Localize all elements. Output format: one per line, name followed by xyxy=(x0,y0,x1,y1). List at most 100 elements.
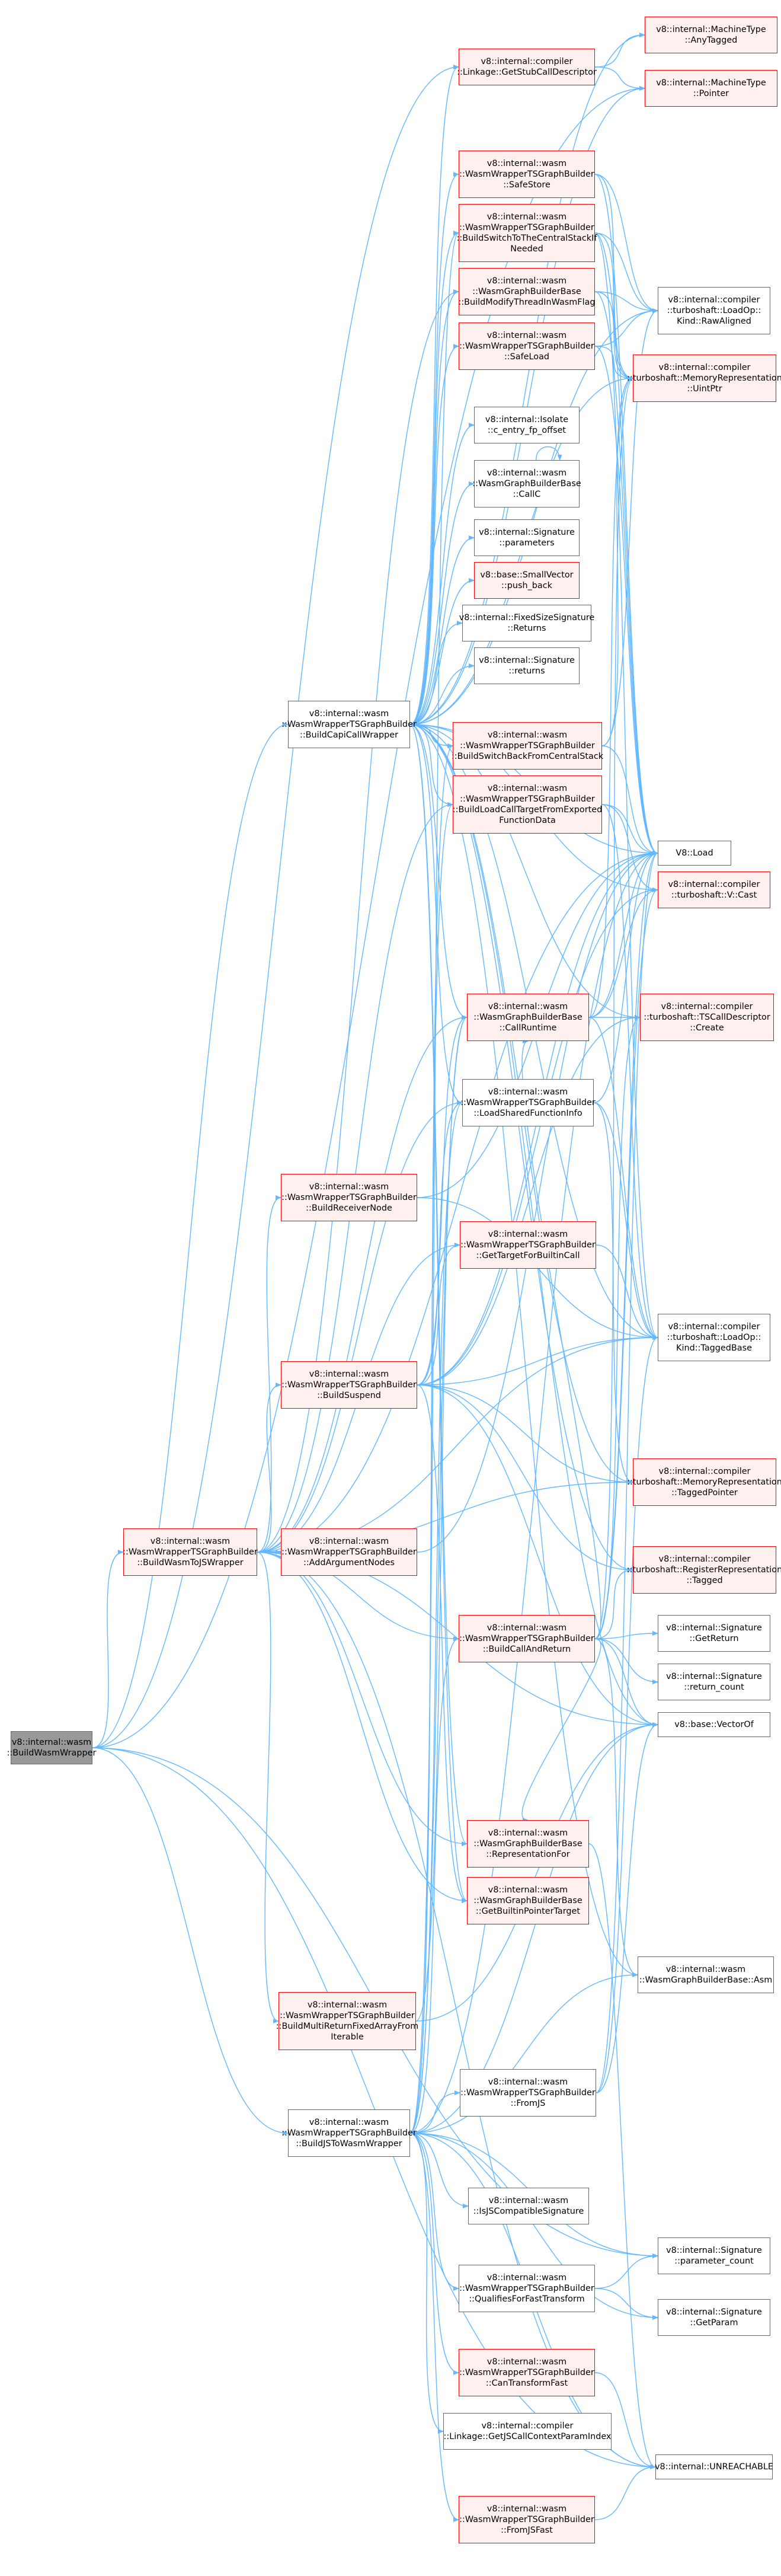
graph-node-n15[interactable]: v8::internal::Signature ::parameters xyxy=(474,519,580,556)
graph-node-n22[interactable]: v8::internal::compiler ::turboshaft::V::… xyxy=(658,872,770,908)
edge-n25-n21 xyxy=(593,851,658,1103)
graph-node-n45[interactable]: v8::internal::Signature ::GetParam xyxy=(658,2299,770,2336)
edge-n33-n32 xyxy=(594,1568,633,1639)
graph-node-n38[interactable]: v8::internal::wasm ::WasmGraphBuilderBas… xyxy=(467,1877,589,1924)
graph-node-n26[interactable]: v8::internal::wasm ::WasmWrapperTSGraphB… xyxy=(281,1174,417,1221)
graph-node-n18[interactable]: v8::internal::Signature ::returns xyxy=(474,647,580,684)
graph-node-n34[interactable]: v8::internal::Signature ::GetReturn xyxy=(658,1615,770,1652)
edge-n33-n39 xyxy=(594,1638,638,1977)
edge-n0-n2 xyxy=(92,722,289,1748)
graph-node-n4[interactable]: v8::internal::compiler ::Linkage::GetStu… xyxy=(457,49,597,85)
edge-n4-n5 xyxy=(594,33,645,68)
graph-node-n14[interactable]: v8::internal::wasm ::WasmGraphBuilderBas… xyxy=(472,460,581,507)
graph-node-n21[interactable]: V8::Load xyxy=(658,841,731,866)
graph-node-n40[interactable]: v8::internal::wasm ::WasmWrapperTSGraphB… xyxy=(276,1992,418,2050)
edge-n25-n29 xyxy=(593,1102,658,1340)
graph-node-n48[interactable]: v8::internal::UNREACHABLE xyxy=(655,2454,773,2479)
graph-node-n31[interactable]: v8::internal::wasm ::WasmWrapperTSGraphB… xyxy=(281,1528,417,1576)
graph-node-n9[interactable]: v8::internal::wasm ::WasmGraphBuilderBas… xyxy=(458,268,596,315)
edge-n2-n6 xyxy=(409,86,645,725)
edge-n3-n36 xyxy=(409,1722,658,2134)
edge-n44-n43 xyxy=(594,2253,658,2289)
edge-n23-n22 xyxy=(588,888,658,1018)
edge-n3-n45 xyxy=(409,2133,658,2320)
graph-node-n47[interactable]: v8::internal::compiler ::Linkage::GetJSC… xyxy=(443,2413,612,2450)
graph-node-n6[interactable]: v8::internal::MachineType ::Pointer xyxy=(645,70,777,107)
graph-node-n29[interactable]: v8::internal::compiler ::turboshaft::Loa… xyxy=(658,1314,770,1361)
graph-node-n36[interactable]: v8::base::VectorOf xyxy=(658,1712,770,1737)
graph-node-n2[interactable]: v8::internal::wasm ::WasmWrapperTSGraphB… xyxy=(281,701,417,748)
edge-n40-n36 xyxy=(415,1722,658,2022)
graph-node-n13[interactable]: v8::internal::Isolate ::c_entry_fp_offse… xyxy=(474,407,580,443)
edge-n1-n26 xyxy=(257,1195,281,1553)
graph-node-n32[interactable]: v8::internal::compiler ::turboshaft::Reg… xyxy=(627,1546,781,1594)
edge-n28-n22 xyxy=(417,888,658,1386)
graph-node-n33[interactable]: v8::internal::wasm ::WasmWrapperTSGraphB… xyxy=(459,1615,595,1662)
edge-n10-n11 xyxy=(594,308,658,347)
edge-n4-n6 xyxy=(594,66,645,91)
graph-node-n3[interactable]: v8::internal::wasm ::WasmWrapperTSGraphB… xyxy=(281,2109,417,2157)
graph-node-n39[interactable]: v8::internal::wasm ::WasmGraphBuilderBas… xyxy=(638,1956,774,1993)
graph-node-n46[interactable]: v8::internal::wasm ::WasmWrapperTSGraphB… xyxy=(459,2349,595,2396)
graph-node-n11[interactable]: v8::internal::compiler ::turboshaft::Loa… xyxy=(658,287,770,334)
edge-n3-n47 xyxy=(409,2133,444,2434)
edge-n25-n30 xyxy=(593,1102,633,1485)
edge-n10-n12 xyxy=(594,346,633,381)
graph-node-n37[interactable]: v8::internal::wasm ::WasmGraphBuilderBas… xyxy=(467,1820,589,1868)
graph-node-n20[interactable]: v8::internal::wasm ::WasmWrapperTSGraphB… xyxy=(453,775,602,834)
edge-n2-n9 xyxy=(409,289,459,725)
edge-n23-n12 xyxy=(588,376,633,1018)
edge-n3-n23 xyxy=(409,1015,468,2134)
graph-node-n12[interactable]: v8::internal::compiler ::turboshaft::Mem… xyxy=(627,355,781,402)
edge-n23-n29 xyxy=(588,1017,658,1340)
edge-n28-n29 xyxy=(417,1335,658,1386)
edge-n2-n8 xyxy=(409,231,459,725)
graph-node-n10[interactable]: v8::internal::wasm ::WasmWrapperTSGraphB… xyxy=(459,323,595,370)
graph-node-n5[interactable]: v8::internal::MachineType ::AnyTagged xyxy=(645,17,777,53)
graph-node-n23[interactable]: v8::internal::wasm ::WasmGraphBuilderBas… xyxy=(467,994,589,1041)
edge-n7-n11 xyxy=(594,174,658,313)
graph-node-n1[interactable]: v8::internal::wasm ::WasmWrapperTSGraphB… xyxy=(123,1528,258,1576)
edge-n19-n11 xyxy=(601,308,658,746)
edge-n41-n21 xyxy=(596,851,658,2093)
graph-node-n43[interactable]: v8::internal::Signature ::parameter_coun… xyxy=(658,2237,770,2274)
graph-node-n35[interactable]: v8::internal::Signature ::return_count xyxy=(658,1664,770,1700)
edge-n1-n37 xyxy=(257,1552,468,1846)
graph-node-n16[interactable]: v8::base::SmallVector ::push_back xyxy=(474,562,580,599)
graph-node-n25[interactable]: v8::internal::wasm ::WasmWrapperTSGraphB… xyxy=(460,1079,596,1126)
edge-n3-n8 xyxy=(409,231,459,2134)
graph-node-n19[interactable]: v8::internal::wasm ::WasmWrapperTSGraphB… xyxy=(452,722,603,770)
graph-node-n41[interactable]: v8::internal::wasm ::WasmWrapperTSGraphB… xyxy=(460,2069,596,2117)
edge-n33-n34 xyxy=(594,1631,658,1639)
edge-n3-n41 xyxy=(409,2090,460,2134)
graph-node-n17[interactable]: v8::internal::FixedSizeSignature ::Retur… xyxy=(459,605,594,641)
graph-node-n27[interactable]: v8::internal::wasm ::WasmWrapperTSGraphB… xyxy=(460,1221,596,1269)
edge-n3-n33 xyxy=(409,1636,459,2134)
graph-node-n28[interactable]: v8::internal::wasm ::WasmWrapperTSGraphB… xyxy=(281,1361,417,1409)
graph-node-n42[interactable]: v8::internal::wasm ::IsJSCompatibleSigna… xyxy=(468,2188,589,2224)
edge-n0-n3 xyxy=(92,1747,289,2136)
edge-n33-n23 xyxy=(521,1039,601,1639)
graph-node-n44[interactable]: v8::internal::wasm ::WasmWrapperTSGraphB… xyxy=(459,2265,595,2312)
edge-n33-n36 xyxy=(594,1638,658,1727)
edge-n2-n32 xyxy=(409,724,633,1572)
edge-n27-n29 xyxy=(596,1244,658,1340)
edge-n3-n42 xyxy=(409,2133,469,2208)
edge-n1-n9 xyxy=(257,289,459,1553)
edge-n31-n21 xyxy=(417,851,658,1553)
graph-node-n8[interactable]: v8::internal::wasm ::WasmWrapperTSGraphB… xyxy=(457,204,597,262)
edge-n1-n21 xyxy=(257,851,658,1553)
edge-n3-n44 xyxy=(409,2133,459,2291)
graph-node-n24[interactable]: v8::internal::compiler ::turboshaft::TSC… xyxy=(640,994,774,1041)
graph-node-n30[interactable]: v8::internal::compiler ::turboshaft::Mem… xyxy=(627,1458,781,1506)
edge-n33-n37 xyxy=(521,1638,601,1822)
graph-node-n7[interactable]: v8::internal::wasm ::WasmWrapperTSGraphB… xyxy=(459,151,595,198)
edge-n1-n48 xyxy=(257,1552,656,2469)
edge-n2-n7 xyxy=(409,172,459,725)
edge-n8-n29 xyxy=(594,232,658,1340)
edge-n8-n21 xyxy=(594,232,658,856)
graph-node-n0[interactable]: v8::internal::wasm ::BuildWasmWrapper xyxy=(7,1731,96,1764)
graph-node-n49[interactable]: v8::internal::wasm ::WasmWrapperTSGraphB… xyxy=(459,2496,595,2543)
edge-n3-n46 xyxy=(409,2133,459,2375)
